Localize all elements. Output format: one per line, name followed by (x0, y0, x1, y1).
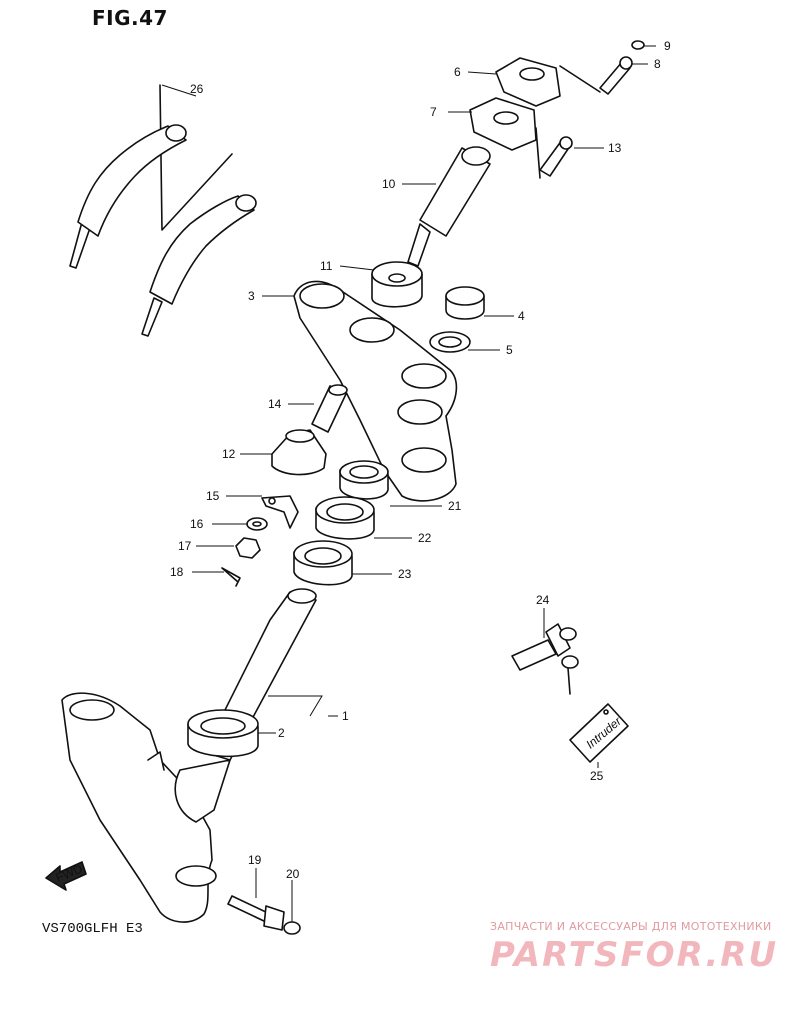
nut-part-21 (339, 460, 389, 500)
callout-19: 19 (248, 853, 262, 867)
clip-part-15 (261, 495, 299, 529)
bearing-part-22 (315, 496, 375, 540)
cotter-pin-part-18 (221, 567, 241, 587)
callout-18: 18 (170, 565, 184, 579)
callout-7: 7 (430, 105, 437, 119)
callout-10: 10 (382, 177, 396, 191)
callout-15: 15 (206, 489, 220, 503)
callout-1: 1 (342, 709, 349, 723)
callout-20: 20 (286, 867, 300, 881)
callout-3: 3 (248, 289, 255, 303)
watermark-tagline: ЗАПЧАСТИ И АКСЕССУАРЫ ДЛЯ МОТОТЕХНИКИ (490, 920, 772, 933)
callout-25: 25 (590, 769, 604, 783)
callout-17: 17 (178, 539, 192, 553)
cushion-part-11 (371, 261, 423, 308)
callout-24: 24 (536, 593, 550, 607)
handlebar-clamp-lower-part-7 (469, 97, 541, 179)
bolt-part-19 (227, 895, 285, 931)
bolt-part-8 (599, 56, 633, 95)
steering-stem-part-1 (61, 588, 317, 923)
name-plate-part-25 (569, 703, 629, 763)
model-code: VS700GLFH E3 (42, 921, 143, 937)
callout-13: 13 (608, 141, 622, 155)
callout-5: 5 (506, 343, 513, 357)
callout-8: 8 (654, 57, 661, 71)
handlebar-holder-part-10 (407, 146, 491, 267)
steering-lock-part-24 (511, 623, 579, 695)
figure-title: FIG.47 (92, 6, 168, 30)
callout-9: 9 (664, 39, 671, 53)
bearing-part-2 (187, 709, 259, 758)
washer-part-20 (283, 921, 301, 935)
handlebar-part-26 (69, 84, 257, 337)
callout-23: 23 (398, 567, 412, 581)
callout-14: 14 (268, 397, 282, 411)
bolt-part-13 (539, 136, 573, 177)
nut-part-17 (235, 537, 261, 559)
callout-11: 11 (320, 259, 333, 273)
upper-bracket-part-3 (293, 280, 458, 502)
washer-part-16 (246, 517, 268, 531)
callout-22: 22 (418, 531, 432, 545)
cap-part-9 (631, 40, 645, 50)
leader-lines (161, 45, 656, 922)
callout-16: 16 (190, 517, 204, 531)
forward-arrow-icon (45, 861, 87, 891)
callout-12: 12 (222, 447, 236, 461)
bearing-part-23 (293, 540, 353, 586)
callout-6: 6 (454, 65, 461, 79)
callout-21: 21 (448, 499, 462, 513)
cushion-part-12 (271, 429, 327, 476)
callout-26: 26 (190, 82, 204, 96)
watermark-logo: PARTSFOR.RU (490, 935, 779, 975)
callout-4: 4 (518, 309, 525, 323)
cap-part-4 (445, 286, 485, 320)
callout-2: 2 (278, 726, 285, 740)
washer-part-5 (429, 331, 471, 353)
handlebar-clamp-upper-part-6 (495, 57, 601, 107)
pin-part-14 (311, 384, 348, 433)
